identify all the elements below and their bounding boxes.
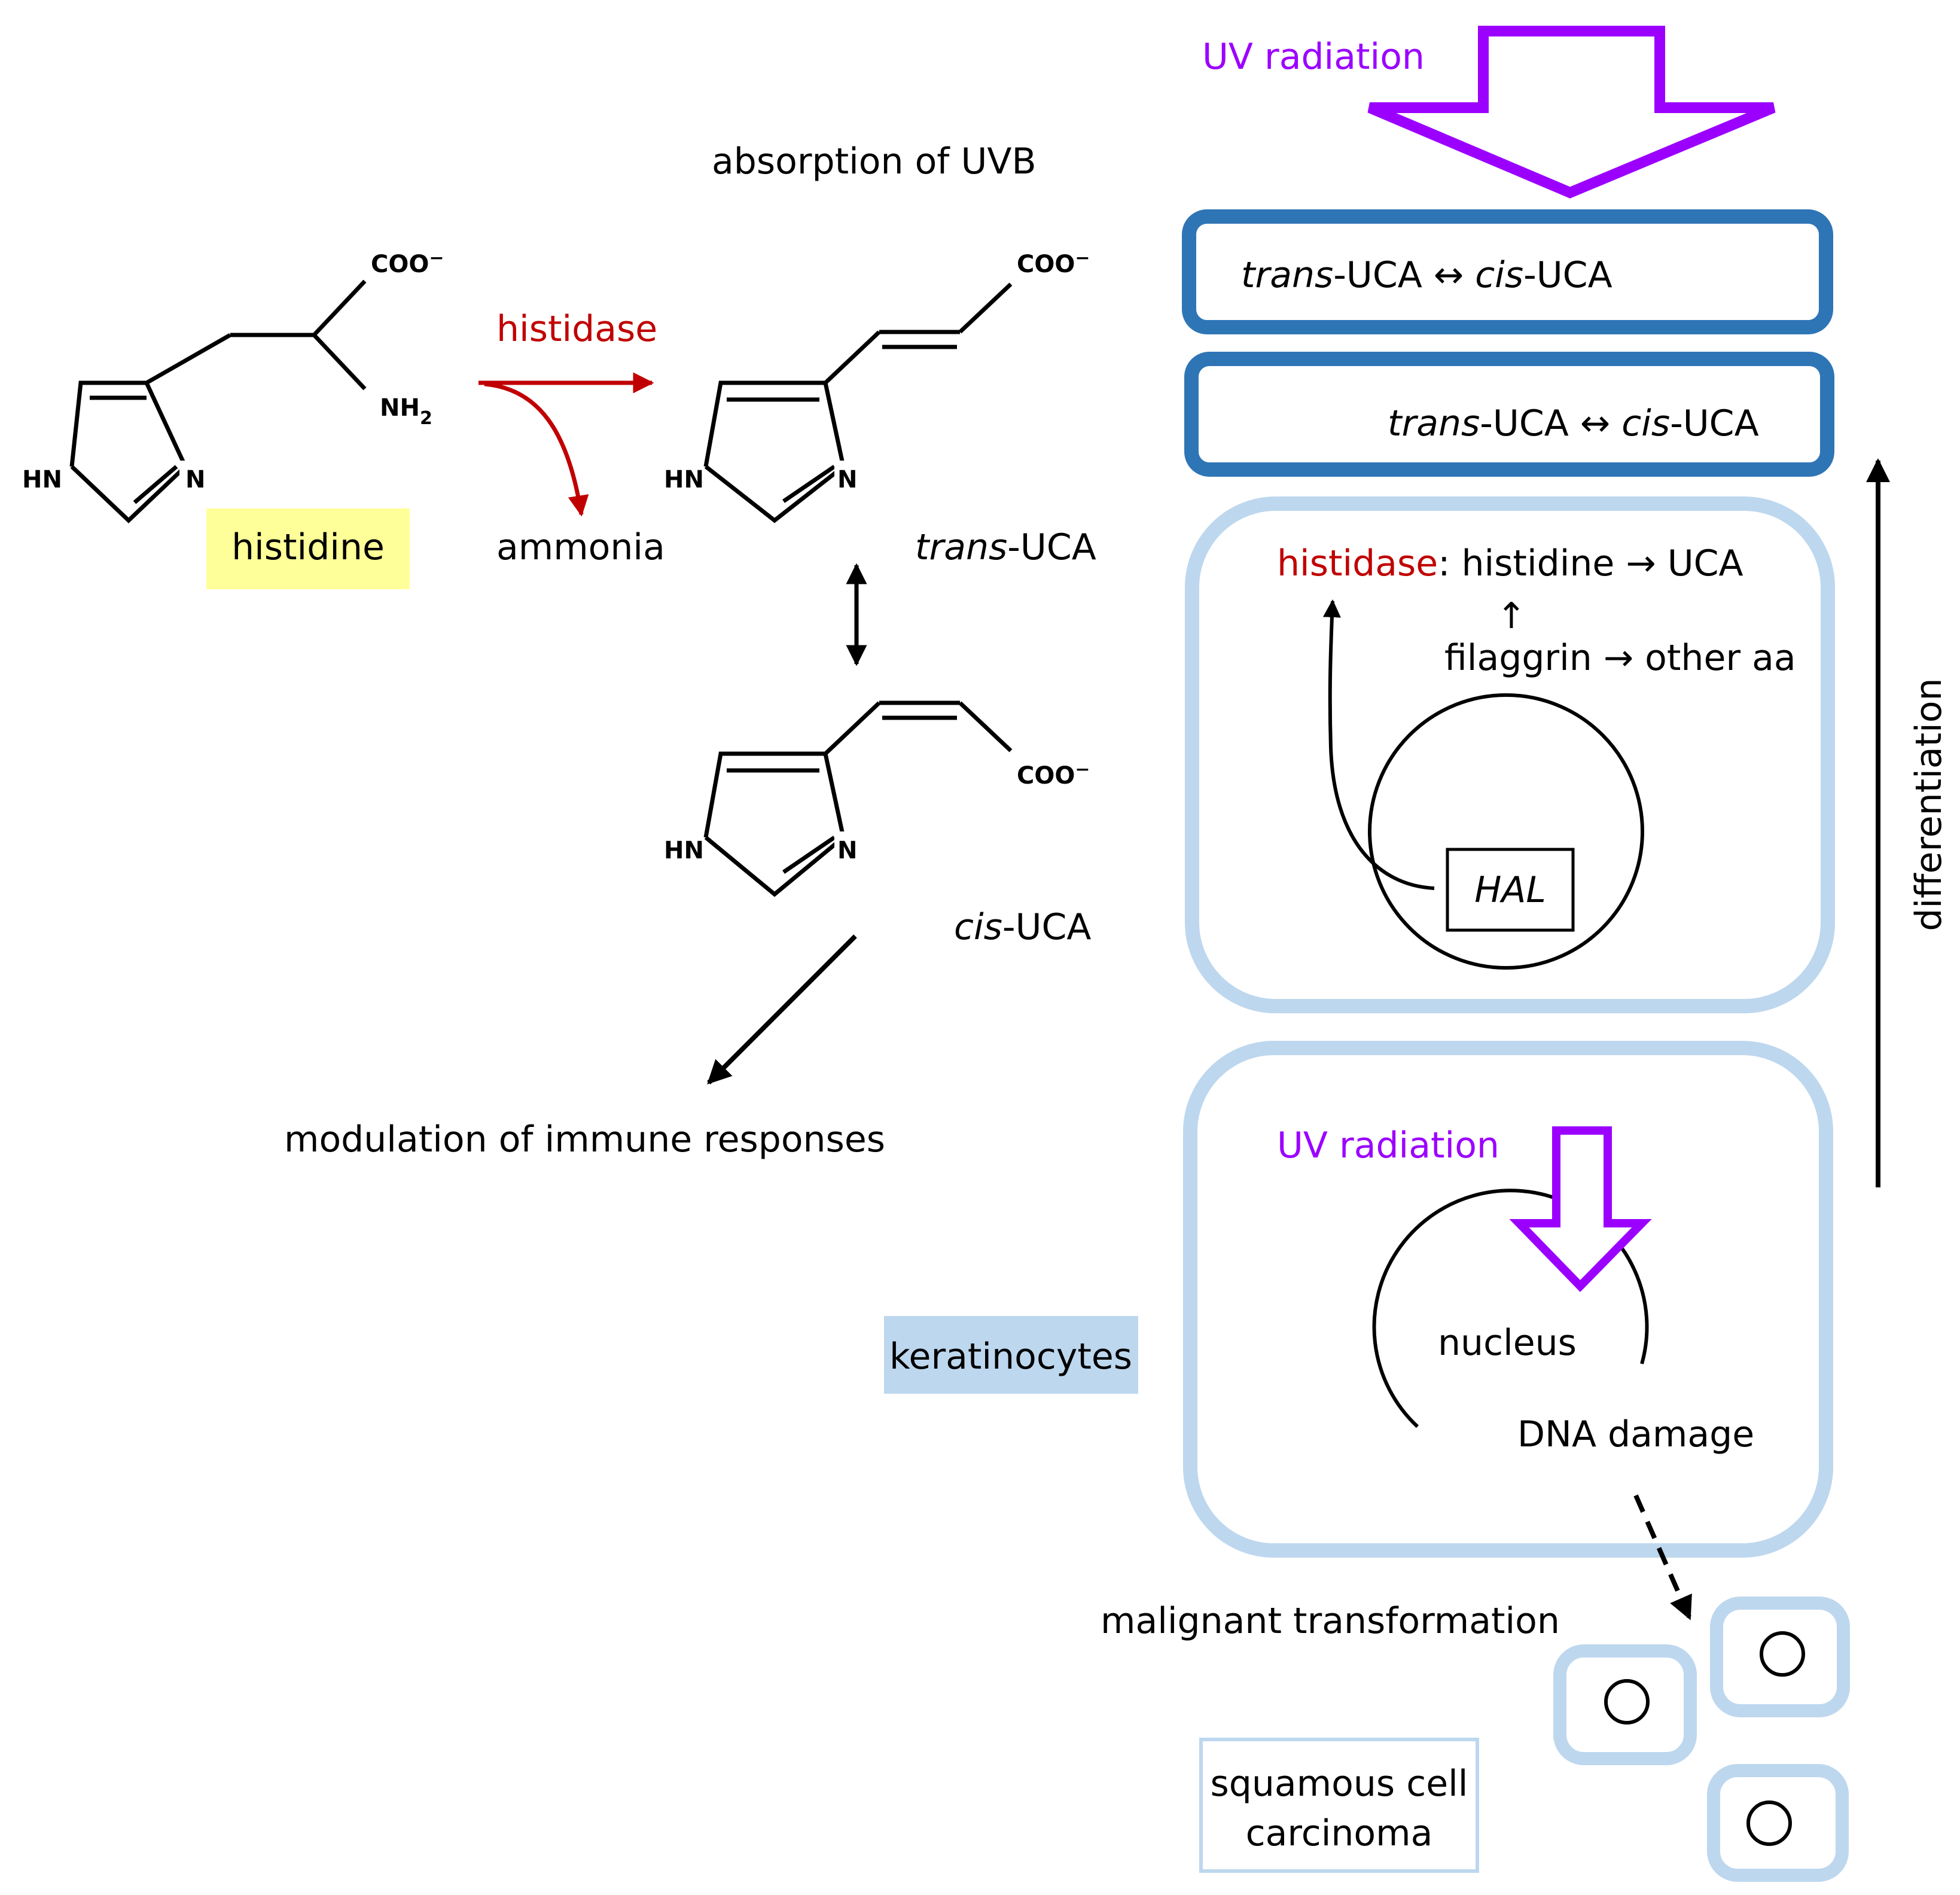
scc-label-line2: carcinoma	[1246, 1812, 1433, 1854]
uv-big-arrow-icon	[1367, 26, 1776, 199]
basal-cell-nucleus	[1372, 1189, 1649, 1428]
filaggrin-label: filaggrin → other aa	[1444, 637, 1796, 679]
keratinocytes-highlight	[884, 1316, 1138, 1394]
histidase-label: histidase	[496, 308, 657, 350]
uv-radiation-top: UV radiation	[1202, 26, 1776, 199]
histidine-coo-label: COO−	[371, 248, 444, 278]
basal-cell-box	[1183, 1041, 1833, 1558]
trans-hn-label: HN	[664, 466, 704, 493]
scc-label-box	[1199, 1738, 1479, 1873]
tumor-cell-1	[1710, 1597, 1850, 1717]
histidine-n-mask	[179, 461, 209, 493]
ammonia-branch-arrow-icon	[484, 382, 589, 517]
histidine-hn-mask	[24, 464, 66, 493]
dna-damage-label: DNA damage	[1517, 1413, 1754, 1455]
box1-uca-equilibrium: trans-UCA ↔ cis-UCA	[1241, 254, 1612, 296]
hal-expression-arrow-icon	[1322, 599, 1435, 890]
uv-radiation-label-cell: UV radiation	[1277, 1125, 1499, 1166]
cis-n-label: N	[837, 837, 857, 864]
uv-radiation-label-top: UV radiation	[1202, 36, 1425, 78]
modulation-label: modulation of immune responses	[284, 1119, 885, 1160]
cis-coo-label: COO−	[1017, 759, 1090, 790]
tumor-cell-2	[1553, 1644, 1697, 1765]
tumor-cells	[1553, 1597, 1850, 1882]
histidine-structure	[69, 279, 367, 523]
box2-uca-equilibrium: trans-UCA ↔ cis-UCA	[1388, 403, 1759, 444]
scc-label-line1: squamous cell	[1211, 1763, 1468, 1805]
ammonia-label: ammonia	[496, 526, 665, 568]
tumor-cell-3	[1707, 1764, 1849, 1882]
cis-hn-mask	[658, 834, 703, 864]
nucleus-label: nucleus	[1438, 1322, 1577, 1364]
histidine-highlight	[206, 508, 410, 589]
histidine-n-label: N	[185, 466, 205, 493]
cell-histidase-reaction: histidase: histidine → UCA	[1277, 543, 1743, 584]
granular-cell-nucleus	[1368, 693, 1644, 970]
hal-gene-box	[1446, 848, 1575, 932]
granular-cell-box	[1185, 496, 1835, 1013]
cis-n-mask	[834, 831, 864, 864]
trans-hn-mask	[658, 464, 703, 493]
cis-hn-label: HN	[664, 837, 704, 864]
differentiation-label: differentiation	[1908, 678, 1950, 931]
histidine-hn-label: HN	[22, 466, 62, 493]
corneum-box-1	[1182, 209, 1833, 334]
immune-modulation-arrow-icon	[707, 934, 857, 1084]
tumor-cell-1-nucleus	[1760, 1631, 1805, 1677]
trans-n-label: N	[837, 466, 857, 493]
trans-coo-label: COO−	[1017, 248, 1090, 278]
uv-small-arrow-icon	[1509, 1126, 1652, 1293]
absorption-uvb-label: absorption of UVB	[712, 141, 1037, 182]
cis-uca-structure	[703, 700, 1013, 897]
corneum-box-2	[1184, 352, 1834, 477]
histidine-nh2-label: NH2	[380, 394, 432, 429]
tumor-cell-2-nucleus	[1604, 1679, 1650, 1725]
malignant-transformation-label: malignant transformation	[1101, 1600, 1560, 1642]
trans-uca-structure	[703, 282, 1013, 523]
hal-gene-label: HAL	[1474, 869, 1546, 911]
tumor-cell-3-nucleus	[1746, 1800, 1792, 1846]
cis-uca-label: cis-UCA	[954, 906, 1091, 948]
malignant-transformation-arrow-icon	[1633, 1494, 1692, 1620]
trans-uca-label: trans-UCA	[915, 526, 1096, 568]
trans-n-mask	[834, 461, 864, 493]
keratinocytes-label: keratinocytes	[889, 1336, 1132, 1378]
filaggrin-up-arrow-icon: ↑	[1496, 595, 1526, 637]
histidine-label: histidine	[231, 526, 385, 568]
